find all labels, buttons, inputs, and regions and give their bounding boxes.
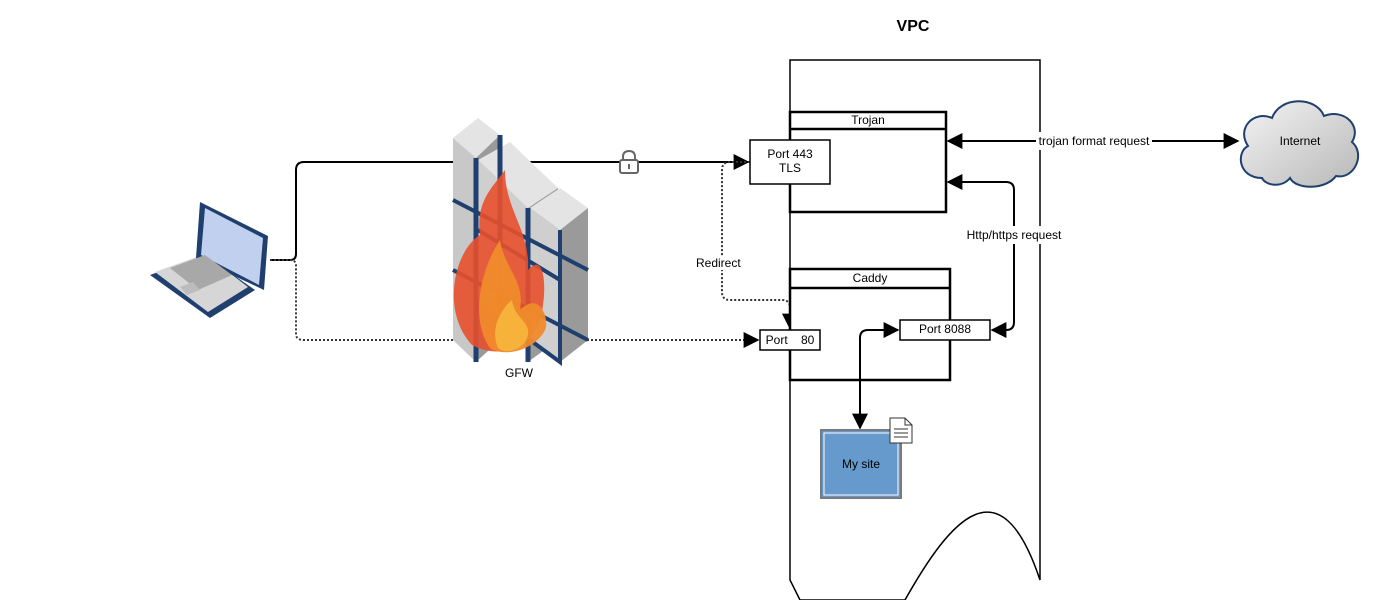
- port-80-label: Port 80: [765, 333, 815, 347]
- lock-icon: [619, 149, 639, 174]
- port-8088-label: Port 8088: [918, 322, 972, 336]
- port-443-box: [749, 139, 831, 185]
- my-site-box: [820, 429, 902, 499]
- http-request-line: [946, 174, 1015, 338]
- firewall-label: GFW: [505, 366, 533, 380]
- laptop-icon: [150, 202, 268, 318]
- caddy-title: Caddy: [852, 271, 888, 285]
- http-request-label: Http/https request: [966, 228, 1062, 242]
- redirect-line: [721, 161, 798, 330]
- http-connection-line: [270, 259, 760, 348]
- port-443-label: Port 443 TLS: [767, 147, 813, 175]
- internet-label: Internet: [1279, 134, 1321, 148]
- site-connection-line: [852, 322, 900, 430]
- trojan-title: Trojan: [851, 113, 885, 127]
- trojan-request-label: trojan format request: [1038, 134, 1150, 148]
- internet-cloud: [1239, 100, 1360, 188]
- my-site-label: My site: [841, 457, 880, 471]
- vpc-title: VPC: [896, 18, 930, 35]
- redirect-label: Redirect: [696, 256, 741, 270]
- port-80-box: [759, 329, 821, 351]
- firewall-icon: [452, 118, 589, 366]
- document-icon: [889, 417, 913, 444]
